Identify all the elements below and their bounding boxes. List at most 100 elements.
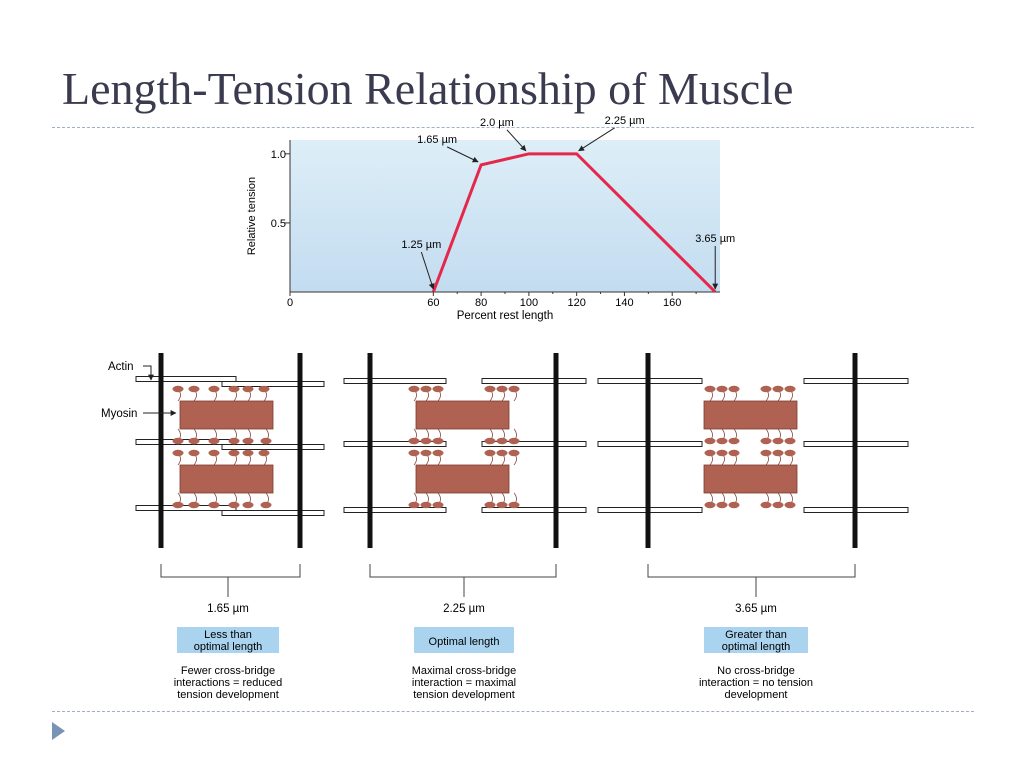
title-divider xyxy=(52,127,974,128)
myosin-head xyxy=(208,449,220,457)
actin-filament xyxy=(481,507,587,513)
sarcomere-optimal xyxy=(343,353,587,548)
point-label: 2.0 µm xyxy=(480,117,514,129)
myosin-head xyxy=(508,449,520,457)
myosin-head xyxy=(228,437,240,445)
myosin-head xyxy=(728,449,740,457)
x-tick-label: 100 xyxy=(520,297,538,309)
myosin-head xyxy=(420,385,432,393)
sarcomere-long xyxy=(597,353,909,548)
x-axis-label: Percent rest length xyxy=(457,310,554,322)
actin-filament xyxy=(481,441,587,447)
myosin-filament xyxy=(415,464,510,494)
myosin-head xyxy=(784,437,796,445)
myosin-head xyxy=(728,501,740,509)
myosin-head xyxy=(772,501,784,509)
myosin-label: Myosin xyxy=(101,408,137,420)
actin-filament xyxy=(343,507,447,513)
myosin-head xyxy=(420,437,432,445)
myosin-head xyxy=(496,501,508,509)
z-line xyxy=(645,353,651,548)
z-line xyxy=(852,353,858,548)
myosin-head xyxy=(242,385,254,393)
myosin-head xyxy=(188,385,200,393)
myosin-head xyxy=(208,385,220,393)
myosin-head xyxy=(172,449,184,457)
actin-filament xyxy=(481,378,587,384)
length-bracket xyxy=(647,564,856,597)
myosin-filament xyxy=(179,464,274,494)
myosin-filament xyxy=(415,400,510,430)
x-tick-label: 80 xyxy=(475,297,487,309)
myosin-head xyxy=(432,385,444,393)
x-tick-label: 0 xyxy=(287,297,293,309)
myosin-head xyxy=(228,449,240,457)
myosin-head xyxy=(188,437,200,445)
myosin-head xyxy=(728,437,740,445)
actin-label: Actin xyxy=(108,361,134,373)
myosin-head xyxy=(484,437,496,445)
state-label: Optimal length xyxy=(429,636,500,648)
myosin-head xyxy=(784,385,796,393)
myosin-head xyxy=(420,449,432,457)
actin-filament xyxy=(221,510,325,516)
sarcomere-length-label: 2.25 µm xyxy=(443,603,485,615)
point-pointer xyxy=(446,146,479,163)
myosin-filament xyxy=(703,464,798,494)
point-pointer xyxy=(506,129,527,152)
actin-filament xyxy=(343,441,447,447)
myosin-head xyxy=(772,449,784,457)
z-line xyxy=(297,353,303,548)
myosin-head xyxy=(258,449,270,457)
myosin-head xyxy=(496,437,508,445)
y-ticks: 0.5 1.0 xyxy=(271,149,290,230)
myosin-head xyxy=(704,449,716,457)
x-tick-label: 140 xyxy=(615,297,633,309)
myosin-head xyxy=(432,501,444,509)
actin-filament xyxy=(221,381,325,387)
footer-divider xyxy=(52,711,974,712)
myosin-head xyxy=(484,501,496,509)
myosin-head xyxy=(188,501,200,509)
point-pointer xyxy=(578,127,615,152)
myosin-head xyxy=(704,501,716,509)
myosin-head xyxy=(432,437,444,445)
state-box xyxy=(414,627,514,653)
myosin-head xyxy=(716,385,728,393)
y-tick-label: 0.5 xyxy=(271,218,286,230)
sarcomere-length-label: 3.65 µm xyxy=(735,603,777,615)
sarcomere-length-label: 1.65 µm xyxy=(207,603,249,615)
myosin-head xyxy=(242,449,254,457)
myosin-head xyxy=(484,449,496,457)
myosin-head xyxy=(172,437,184,445)
myosin-head xyxy=(420,501,432,509)
state-box xyxy=(177,627,279,653)
z-line xyxy=(553,353,559,548)
myosin-head xyxy=(172,385,184,393)
myosin-head xyxy=(760,501,772,509)
myosin-head xyxy=(508,385,520,393)
actin-filament xyxy=(135,376,237,382)
myosin-filament xyxy=(703,400,798,430)
myosin-head xyxy=(432,449,444,457)
myosin-head xyxy=(704,437,716,445)
myosin-head xyxy=(784,501,796,509)
myosin-head xyxy=(408,385,420,393)
next-slide-icon[interactable] xyxy=(52,722,65,740)
y-axis-label: Relative tension xyxy=(246,177,258,255)
myosin-head xyxy=(228,385,240,393)
myosin-head xyxy=(484,385,496,393)
y-tick-label: 1.0 xyxy=(271,149,286,161)
myosin-head xyxy=(228,501,240,509)
slide-title: Length-Tension Relationship of Muscle xyxy=(62,63,794,114)
z-line xyxy=(158,353,164,548)
myosin-filament xyxy=(179,400,274,430)
